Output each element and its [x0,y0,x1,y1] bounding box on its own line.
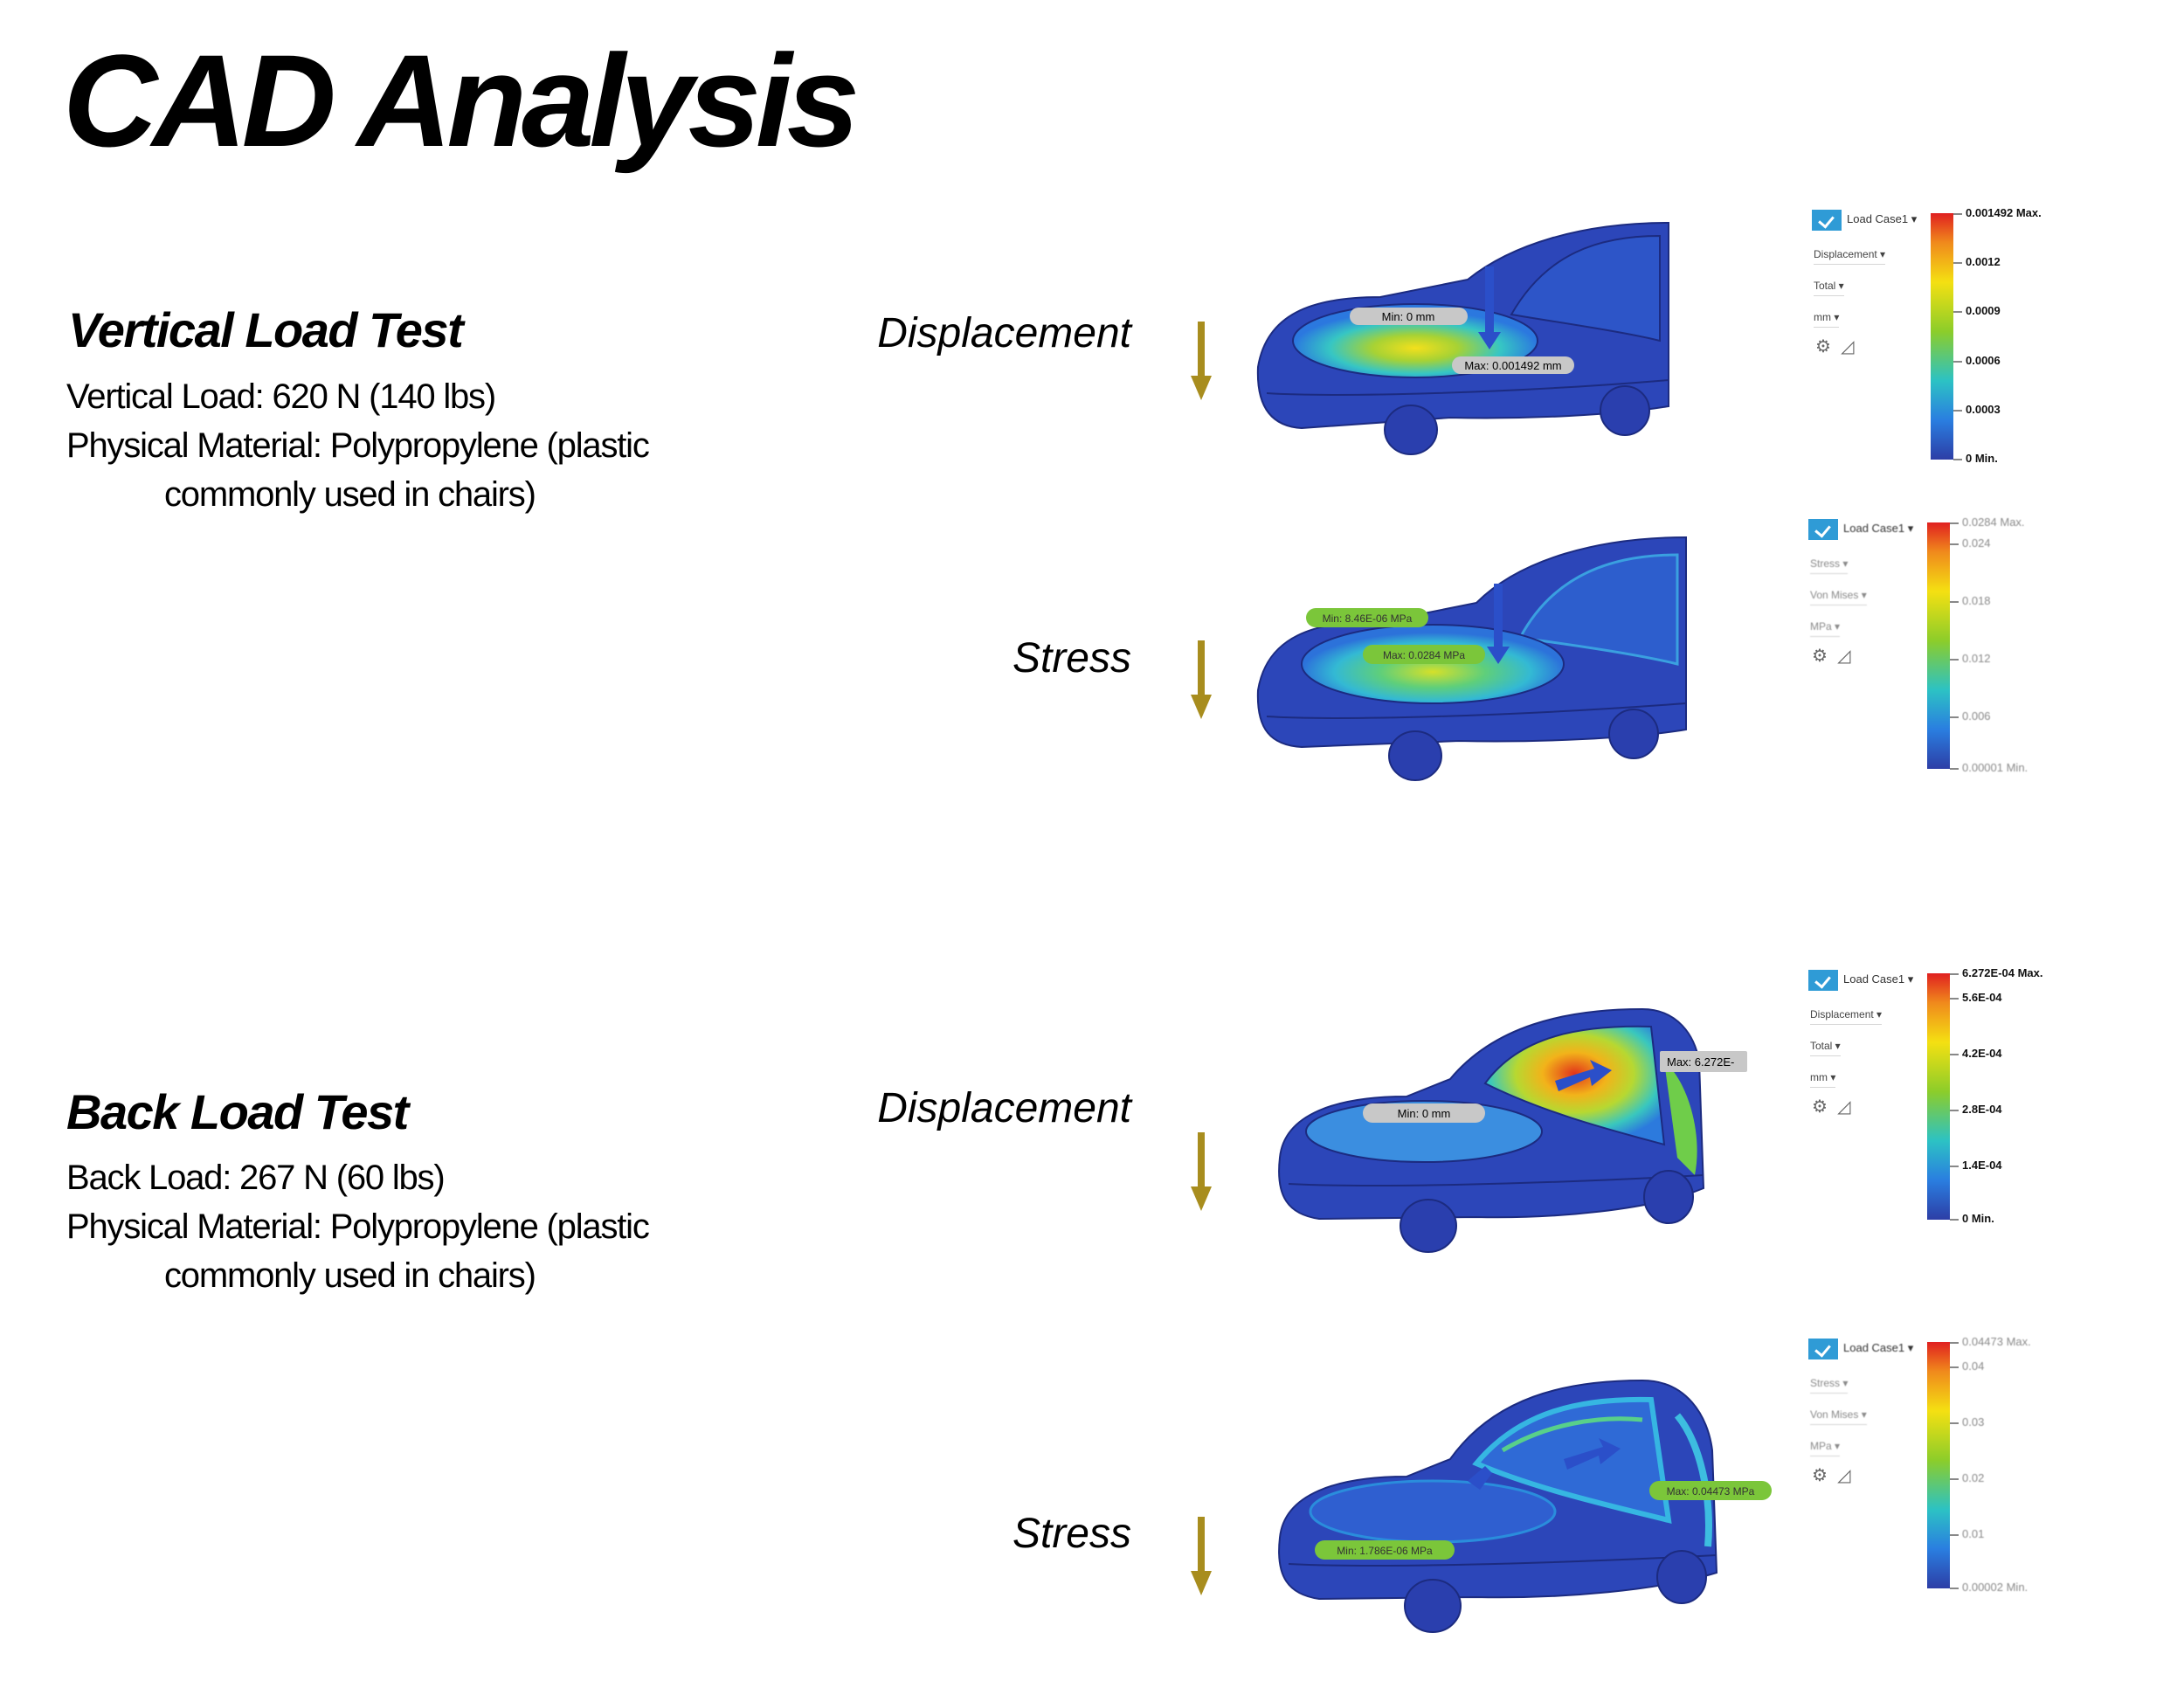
color-scale-bar [1927,1342,1950,1588]
page-title: CAD Analysis [63,27,860,174]
component-dropdown[interactable]: Total ▾ [1814,280,1844,296]
scale-label: 0.0006 [1966,354,2001,367]
v-stress-label: Stress [1012,635,1131,681]
back-load-heading: Back Load Test [66,1084,409,1139]
back-material-line1: Physical Material: Polypropylene (plasti… [66,1207,650,1246]
back-displacement-view[interactable]: Min: 0 mm Max: 6.272E- [1267,1000,1756,1263]
min-badge: Min: 8.46E-06 MPa [1323,612,1413,625]
max-badge: Max: 0.001492 mm [1464,359,1561,372]
scale-label: 0.018 [1962,594,1991,607]
vertical-material-line1: Physical Material: Polypropylene (plasti… [66,426,650,465]
down-arrow-icon [1191,322,1212,400]
unit-dropdown[interactable]: MPa ▾ [1810,620,1841,637]
min-badge: Min: 0 mm [1382,310,1435,323]
v-displacement-legend: Load Case1 ▾ Displacement ▾ Total ▾ mm ▾… [1810,206,2090,470]
load-case-select[interactable]: Load Case1 ▾ [1807,1337,1913,1359]
min-badge: Min: 1.786E-06 MPa [1337,1545,1433,1557]
result-type-dropdown[interactable]: Stress ▾ [1810,557,1849,574]
checkbox-icon[interactable] [1808,1339,1838,1359]
unit-dropdown[interactable]: MPa ▾ [1810,1440,1841,1456]
result-type-dropdown[interactable]: Displacement ▾ [1810,1008,1883,1025]
scale-label: 0.00002 Min. [1962,1581,2028,1594]
color-scale-bar [1927,973,1950,1220]
gear-icon[interactable]: ⚙ [1812,1097,1828,1117]
component-dropdown[interactable]: Total ▾ [1810,1040,1841,1056]
scale-label: 0 Min. [1966,452,1998,465]
max-badge: Max: 6.272E- [1667,1055,1734,1069]
scale-label: 0.04 [1962,1359,1985,1373]
scale-label: 1.4E-04 [1962,1159,2002,1172]
scale-label: 0.012 [1962,652,1991,665]
triangle-ruler-icon[interactable]: ◿ [1837,1466,1851,1485]
v-stress-legend: Load Case1 ▾ Stress ▾ Von Mises ▾ MPa ▾ … [1807,515,2086,779]
vertical-displacement-view[interactable]: Min: 0 mm Max: 0.001492 mm [1249,218,1686,472]
scale-label: 0.0012 [1966,255,2001,268]
triangle-ruler-icon[interactable]: ◿ [1837,1097,1851,1117]
color-scale-bar [1927,522,1950,769]
vertical-load-heading: Vertical Load Test [68,302,464,357]
back-material-line2: commonly used in chairs) [164,1256,536,1295]
result-type-dropdown[interactable]: Displacement ▾ [1814,248,1886,265]
checkbox-icon[interactable] [1808,970,1838,991]
gear-icon[interactable]: ⚙ [1815,337,1831,356]
triangle-ruler-icon[interactable]: ◿ [1841,337,1855,356]
load-case-select[interactable]: Load Case1 ▾ [1807,968,1913,991]
scale-label: 4.2E-04 [1962,1047,2002,1060]
scale-label: 0.0003 [1966,403,2001,416]
scale-label: 2.8E-04 [1962,1103,2002,1116]
vertical-material-line2: commonly used in chairs) [164,475,536,514]
unit-dropdown[interactable]: mm ▾ [1810,1071,1836,1088]
scale-label: 0.006 [1962,709,1991,723]
scale-label: 0.04473 Max. [1962,1335,2031,1348]
result-type-dropdown[interactable]: Stress ▾ [1810,1377,1849,1394]
back-load-description: Back Load: 267 N (60 lbs) Physical Mater… [66,1153,730,1300]
scale-label: 0.02 [1962,1471,1985,1484]
gear-icon[interactable]: ⚙ [1812,647,1828,666]
max-badge: Max: 0.04473 MPa [1667,1485,1755,1498]
scale-label: 0.0009 [1966,304,2001,317]
b-stress-label: Stress [1012,1511,1131,1557]
down-arrow-icon [1191,1132,1212,1211]
down-arrow-icon [1191,1517,1212,1595]
b-stress-legend: Load Case1 ▾ Stress ▾ Von Mises ▾ MPa ▾ … [1807,1335,2086,1599]
scale-label: 0.00001 Min. [1962,761,2028,774]
vertical-load-value: Vertical Load: 620 N (140 lbs) [66,377,496,416]
checkbox-icon[interactable] [1808,519,1838,540]
b-displacement-label: Displacement [877,1085,1131,1131]
checkbox-icon[interactable] [1812,210,1842,231]
scale-label: 5.6E-04 [1962,991,2002,1004]
load-case-select[interactable]: Load Case1 ▾ [1810,208,1917,231]
color-scale-bar [1931,213,1953,460]
component-dropdown[interactable]: Von Mises ▾ [1810,589,1867,605]
back-stress-view[interactable]: Min: 1.786E-06 MPa Max: 0.04473 MPa [1267,1363,1773,1643]
vertical-load-description: Vertical Load: 620 N (140 lbs) Physical … [66,372,730,519]
scale-label: 0.03 [1962,1415,1985,1429]
scale-label: 0.024 [1962,536,1991,550]
b-displacement-legend: Load Case1 ▾ Displacement ▾ Total ▾ mm ▾… [1807,966,2086,1230]
load-case-select[interactable]: Load Case1 ▾ [1807,517,1913,540]
scale-label: 0.01 [1962,1527,1985,1540]
scale-label: 0 Min. [1962,1212,1994,1225]
back-load-value: Back Load: 267 N (60 lbs) [66,1159,446,1197]
component-dropdown[interactable]: Von Mises ▾ [1810,1408,1867,1425]
max-badge: Max: 0.0284 MPa [1383,649,1465,661]
scale-label: 0.0284 Max. [1962,515,2025,529]
vertical-stress-view[interactable]: Min: 8.46E-06 MPa Max: 0.0284 MPa [1249,533,1704,795]
gear-icon[interactable]: ⚙ [1812,1466,1828,1485]
down-arrow-icon [1191,640,1212,719]
min-badge: Min: 0 mm [1398,1107,1451,1120]
scale-label: 6.272E-04 Max. [1962,966,2043,979]
triangle-ruler-icon[interactable]: ◿ [1837,647,1851,666]
v-displacement-label: Displacement [877,310,1131,356]
scale-label: 0.001492 Max. [1966,206,2042,219]
unit-dropdown[interactable]: mm ▾ [1814,311,1840,328]
